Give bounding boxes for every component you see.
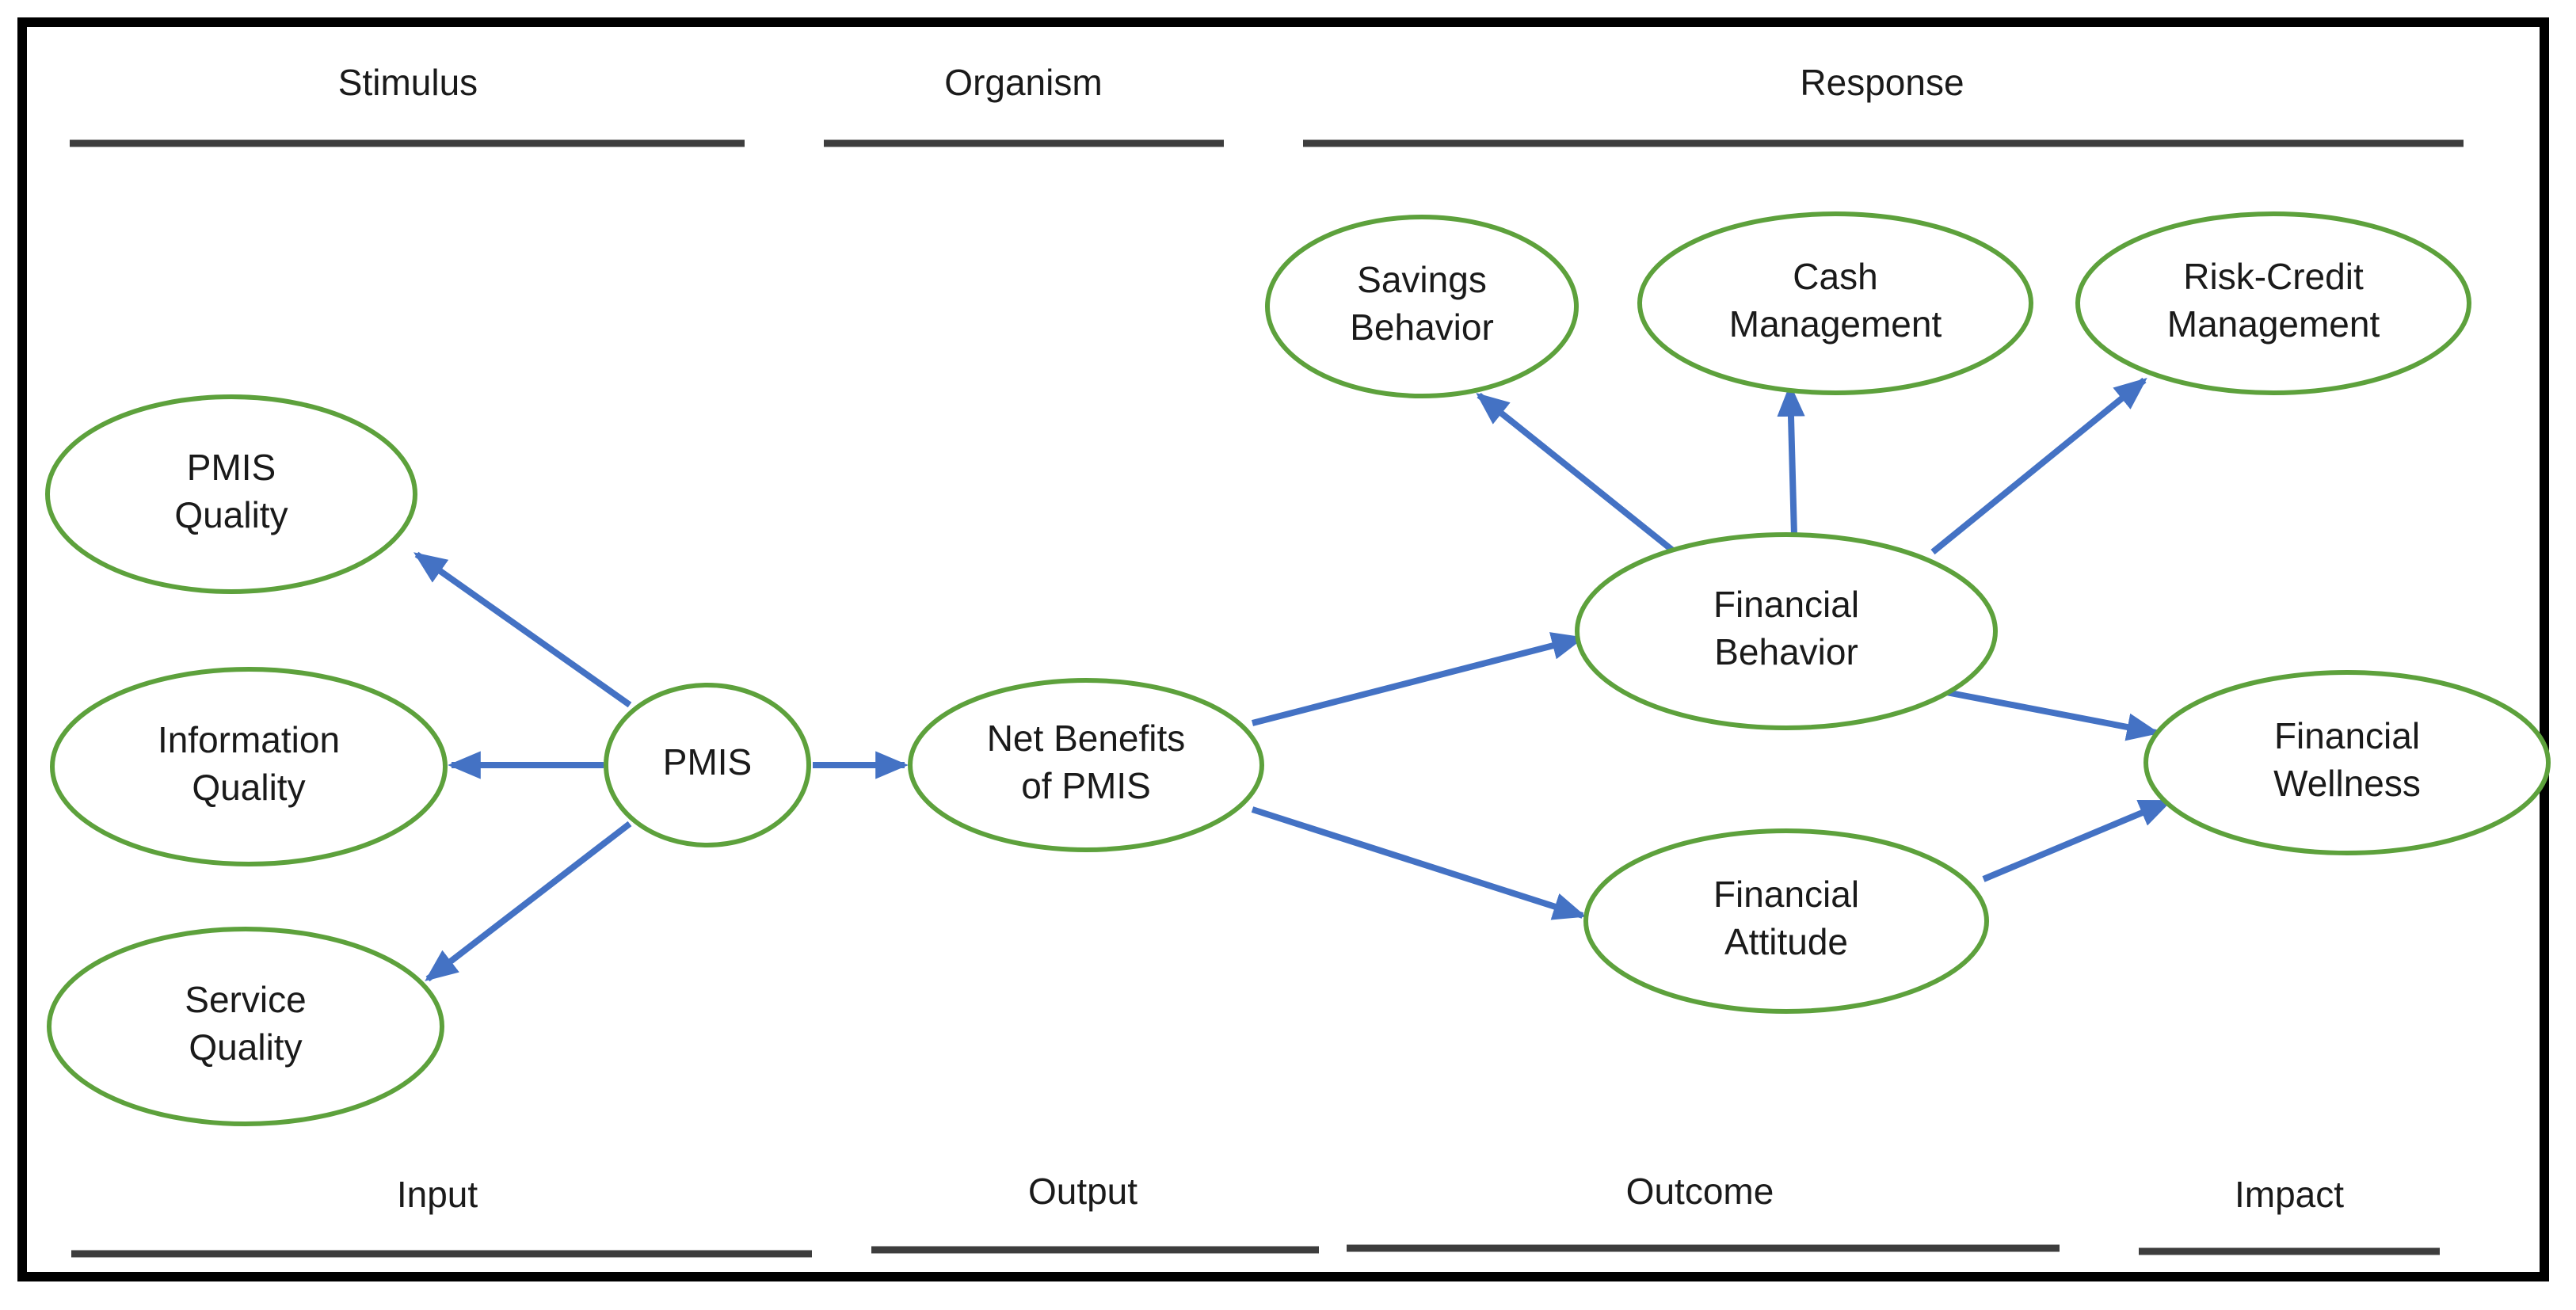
edges-group: [413, 377, 2173, 982]
node-label-net-benefits-pmis-line-2: of PMIS: [1021, 765, 1151, 806]
node-net-benefits-pmis[interactable]: Net Benefits of PMIS: [908, 678, 1264, 852]
node-label-risk-credit-management-line-1: Risk-Credit: [2183, 256, 2364, 297]
node-shape-pmis-quality: [45, 394, 417, 594]
node-shape-financial-attitude: [1583, 828, 1989, 1014]
node-shape-service-quality: [47, 927, 444, 1126]
edge-pmis-to-pmis-quality: [413, 551, 632, 708]
edge-financial-attitude-to-wellness: [1982, 798, 2173, 882]
edge-financial-behavior-to-wellness: [1945, 689, 2160, 741]
node-label-pmis-quality-line-2: Quality: [174, 494, 288, 535]
nodes-group: PMISQualityInformationQualityServiceQual…: [45, 211, 2551, 1126]
node-shape-information-quality: [50, 667, 448, 866]
bottom-band-label-impact: Impact: [2235, 1174, 2344, 1215]
node-label-risk-credit-management-line-2: Management: [2167, 303, 2380, 345]
bottom-band-label-output: Output: [1028, 1171, 1137, 1212]
edge-financial-behavior-to-cash: [1777, 383, 1805, 536]
node-pmis-quality[interactable]: PMIS Quality: [45, 394, 417, 594]
node-label-pmis-line-1: PMIS: [663, 741, 752, 783]
node-label-service-quality-line-1: Service: [185, 979, 306, 1020]
edge-net-benefits-to-financial-attitude: [1251, 806, 1587, 920]
node-shape-cash-management: [1637, 211, 2033, 395]
node-shape-financial-wellness: [2143, 670, 2551, 855]
edge-pmis-to-service-quality: [425, 821, 632, 982]
node-label-information-quality-line-1: Information: [158, 719, 340, 760]
node-label-financial-behavior-line-2: Behavior: [1714, 631, 1858, 672]
node-label-financial-wellness-line-2: Wellness: [2273, 763, 2421, 804]
node-label-financial-attitude-line-2: Attitude: [1724, 921, 1848, 962]
node-shape-financial-behavior: [1575, 532, 1998, 730]
bottom-band-group: Input Output Outcome Impact: [71, 1171, 2440, 1258]
node-label-pmis-quality-line-1: PMIS: [187, 447, 276, 488]
node-shape-pmis: [604, 683, 811, 847]
top-band-label-stimulus: Stimulus: [338, 62, 478, 103]
top-band-label-response: Response: [1800, 62, 1964, 103]
top-band-label-organism: Organism: [944, 62, 1102, 103]
node-label-cash-management-line-1: Cash: [1793, 256, 1877, 297]
edge-financial-behavior-to-risk-credit: [1930, 377, 2147, 555]
node-shape-savings-behavior: [1265, 215, 1579, 398]
node-label-information-quality-line-2: Quality: [192, 767, 305, 808]
node-pmis[interactable]: PMIS: [604, 683, 811, 847]
node-label-cash-management-line-2: Management: [1729, 303, 1942, 345]
node-label-savings-behavior-line-2: Behavior: [1350, 307, 1494, 348]
edge-financial-behavior-to-savings: [1476, 392, 1680, 558]
node-label-service-quality-line-2: Quality: [189, 1026, 302, 1068]
node-label-financial-behavior-line-1: Financial: [1713, 584, 1859, 625]
node-label-savings-behavior-line-1: Savings: [1357, 259, 1487, 300]
node-shape-risk-credit-management: [2075, 211, 2471, 395]
node-label-financial-attitude-line-1: Financial: [1713, 874, 1859, 915]
node-shape-net-benefits-pmis: [908, 678, 1264, 852]
bottom-band-label-outcome: Outcome: [1626, 1171, 1774, 1212]
top-band-group: Stimulus Organism Response: [70, 62, 2464, 147]
bottom-band-label-input: Input: [397, 1174, 478, 1215]
node-label-net-benefits-pmis-line-1: Net Benefits: [987, 718, 1186, 759]
edge-net-benefits-to-financial-behavior: [1252, 632, 1585, 726]
figure-border: [17, 17, 2549, 1281]
node-label-financial-wellness-line-1: Financial: [2274, 715, 2420, 756]
